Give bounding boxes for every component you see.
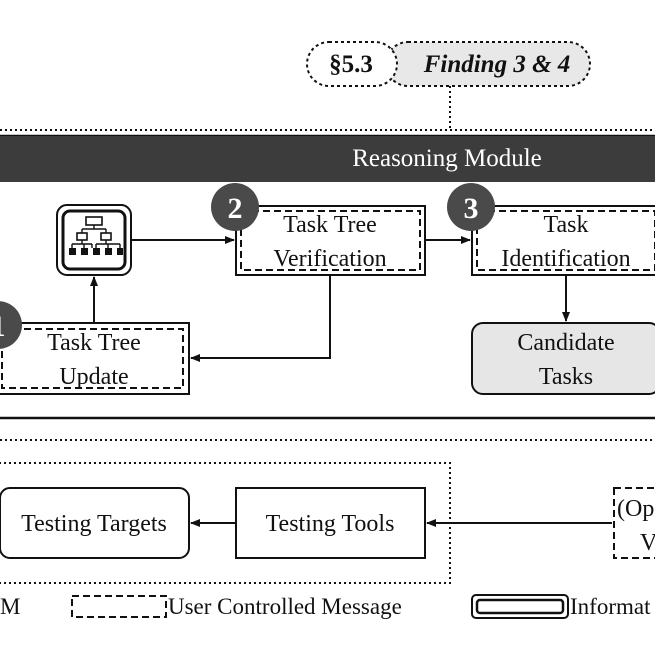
task-tree-update-line1: Task Tree — [47, 330, 141, 356]
step-2-number: 2 — [228, 192, 243, 225]
task-tree-verification-line2: Verification — [273, 246, 386, 272]
legend-double-swatch-outer — [471, 594, 569, 619]
section-finding-badge: §5.3 Finding 3 & 4 — [306, 41, 591, 87]
task-identification-line2: Identification — [501, 246, 630, 272]
task-identification-box: Task Identification — [471, 205, 655, 276]
task-tree-verification-line1: Task Tree — [283, 212, 377, 238]
task-tree-update-box: Task Tree Update — [0, 322, 190, 395]
optional-label-line1: (Op — [617, 496, 654, 522]
candidate-tasks-line1: Candidate — [517, 330, 614, 356]
arrow-verification-to-update — [190, 275, 331, 362]
task-identification-line1: Task — [544, 212, 589, 238]
task-tree-verification-box: Task Tree Verification — [235, 205, 426, 276]
reasoning-module-arrows — [90, 236, 570, 362]
legend-user-controlled-label: User Controlled Message — [168, 594, 402, 619]
task-tree-update-line2: Update — [59, 364, 128, 390]
legend-information-partial: Informat — [570, 594, 651, 619]
candidate-tasks-line2: Tasks — [539, 364, 593, 390]
hierarchy-icon — [56, 204, 132, 276]
step-3-marker: 3 — [447, 183, 495, 231]
step-2-marker: 2 — [211, 183, 259, 231]
testing-targets-box: Testing Targets — [0, 487, 190, 559]
step-1-number: 1 — [0, 310, 6, 343]
step-3-number: 3 — [464, 192, 479, 225]
optional-label-line2: V — [640, 530, 655, 556]
testing-tools-box: Testing Tools — [235, 487, 426, 559]
reasoning-module-title: Reasoning Module — [352, 145, 542, 172]
testing-tools-label: Testing Tools — [266, 511, 395, 537]
legend-left-partial: M — [0, 594, 20, 619]
section-label: §5.3 — [329, 51, 373, 78]
step-1-marker: 1 — [0, 301, 22, 349]
testing-targets-label: Testing Targets — [21, 511, 167, 537]
optional-box-partial: (Op V — [613, 487, 655, 559]
legend-double-swatch-inner — [475, 598, 565, 615]
legend: M User Controlled Message Informat — [0, 594, 651, 619]
legend-dashed-swatch — [71, 595, 167, 618]
candidate-tasks-box: Candidate Tasks — [471, 322, 655, 395]
reasoning-module-header — [0, 136, 655, 182]
finding-label: Finding 3 & 4 — [423, 51, 571, 78]
